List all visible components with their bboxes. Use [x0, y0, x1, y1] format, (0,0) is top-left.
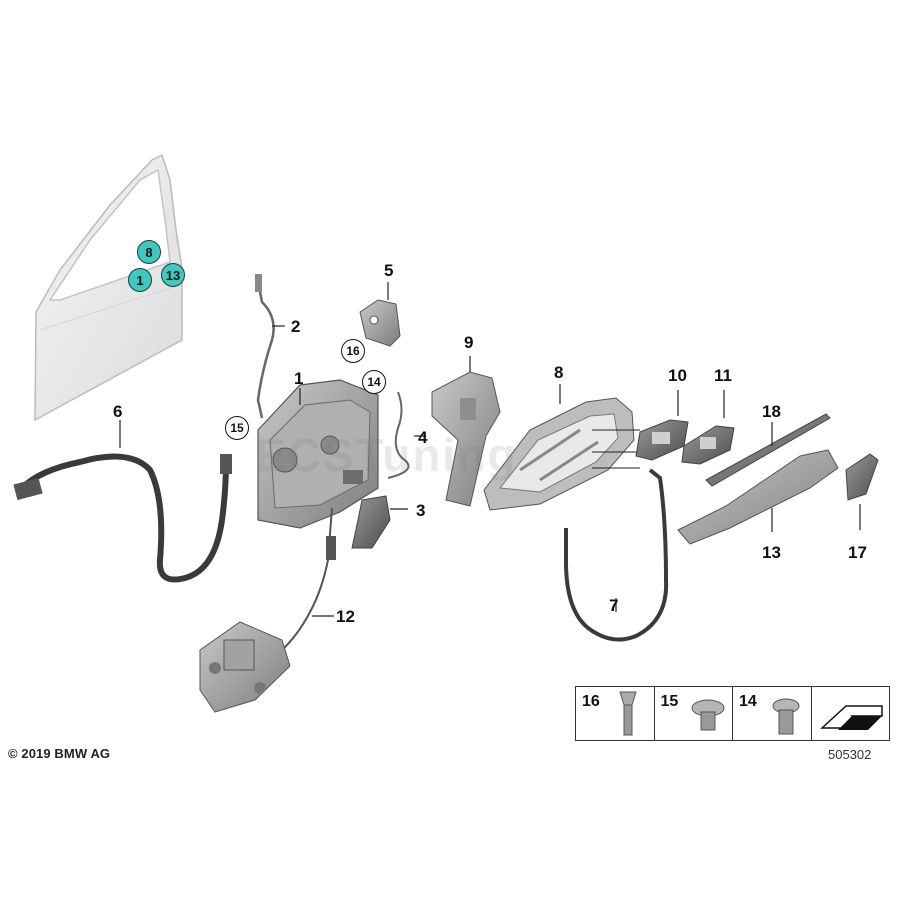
cap-part-17: [845, 453, 879, 530]
callout-12: 12: [336, 607, 355, 626]
callout-15-circled: 15: [225, 416, 249, 440]
legend-cell-14: 14: [733, 687, 812, 740]
legend-cell-15: 15: [655, 687, 733, 740]
legend-label-14: 14: [739, 693, 757, 710]
watermark: ECSTuning: [255, 429, 518, 481]
cable-part-7: [564, 468, 669, 642]
legend-cell-arrow: [812, 687, 890, 740]
wire-part-4: [387, 391, 426, 479]
seal-part-18: [705, 413, 831, 487]
door-illustration: [34, 153, 183, 422]
carrier-part-9: [431, 356, 501, 507]
callout-6: 6: [113, 402, 123, 421]
callout-7: 7: [609, 596, 619, 615]
cable-part-6: [13, 420, 232, 583]
callout-16-circled: 16: [341, 339, 365, 363]
legend-label-16: 16: [582, 693, 600, 710]
callout-10: 10: [668, 366, 687, 385]
callout-17: 17: [848, 543, 867, 562]
copyright-text: © 2019 BMW AG: [8, 746, 111, 761]
callout-3: 3: [416, 501, 426, 520]
callout-13: 13: [762, 543, 781, 562]
callout-4: 4: [418, 428, 428, 447]
fastener-legend: 16 15 14: [575, 686, 890, 741]
diagram-number: 505302: [828, 747, 872, 762]
legend-cell-16: 16: [576, 687, 655, 740]
door-marker-1: 1: [128, 268, 152, 292]
callout-2: 2: [291, 317, 301, 336]
striker-part-5: [359, 282, 401, 347]
callout-11: 11: [714, 366, 732, 385]
cover-part-10: [635, 390, 689, 461]
callout-9: 9: [464, 333, 474, 352]
legend-screws: [619, 691, 883, 736]
bracket-part-3: [351, 495, 408, 549]
rod-part-2: [255, 274, 285, 419]
handle-carrier-part-8: [483, 384, 640, 511]
callout-1: 1: [294, 369, 304, 388]
legend-label-15: 15: [660, 693, 679, 710]
actuator-part-12: [199, 507, 336, 713]
outer-handle-part-13: [677, 449, 839, 545]
door-marker-13: 13: [161, 263, 185, 287]
callout-18: 18: [762, 402, 781, 421]
door-lock-part-1: [257, 379, 379, 529]
callout-8: 8: [554, 363, 564, 382]
callout-14-circled: 14: [362, 370, 386, 394]
callout-5: 5: [384, 261, 394, 280]
door-marker-8: 8: [137, 240, 161, 264]
cover-part-11: [681, 390, 735, 465]
